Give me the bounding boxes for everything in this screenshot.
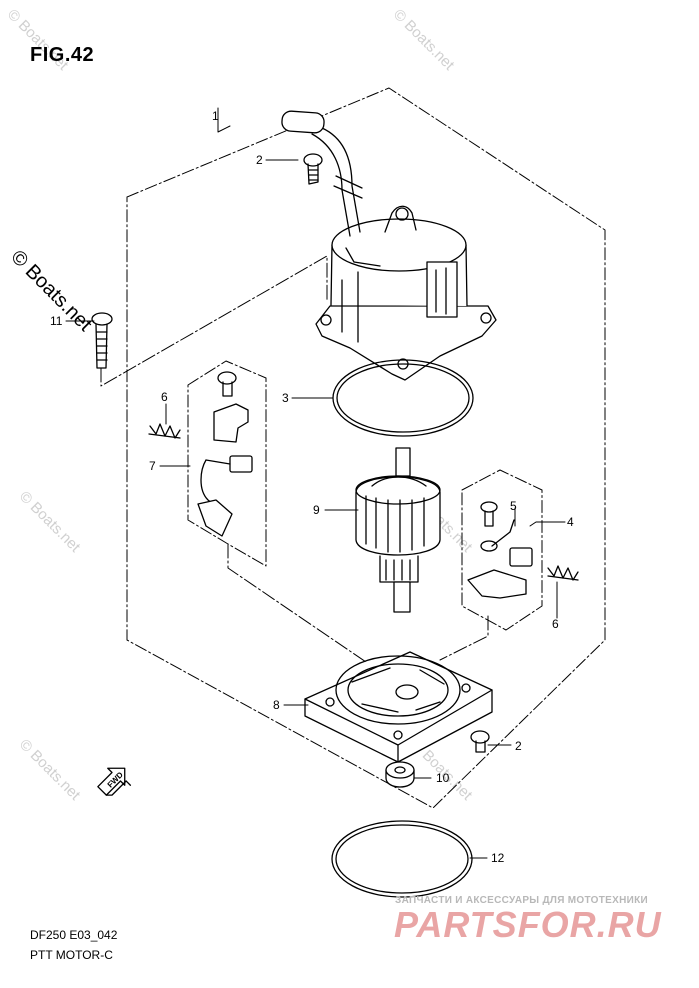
callout-5: 5 [510, 499, 517, 513]
figure-title: FIG.42 [30, 44, 95, 66]
brand-tagline: ЗАПЧАСТИ И АКСЕССУАРЫ ДЛЯ МОТОТЕХНИКИ [395, 895, 648, 906]
assembly-name: PTT MOTOR-C [30, 948, 113, 962]
end-plate-8 [304, 651, 493, 763]
callout-12: 12 [491, 851, 505, 865]
screw-2-bottom [470, 730, 490, 753]
brush-holder-leader-right [439, 615, 489, 661]
callout-6: 6 [552, 617, 559, 631]
callout-4: 4 [567, 515, 574, 529]
model-code: DF250 E03_042 [30, 928, 118, 942]
brand-logo: PARTSFOR.RU [394, 904, 662, 945]
armature-9 [355, 447, 441, 613]
callout-1: 1 [212, 109, 219, 123]
callout-3: 3 [282, 391, 289, 405]
brush-holder-frame-right [461, 469, 543, 631]
callout-leaders [65, 107, 566, 859]
callout-labels: 1 2 2 3 4 5 6 6 7 8 9 10 11 12 [50, 109, 574, 865]
callout-7: 7 [149, 459, 156, 473]
brush-holder-leader-left [227, 543, 367, 663]
brush-holder-frame-left [187, 360, 267, 567]
bolt-11 [91, 312, 113, 369]
callout-2: 2 [256, 153, 263, 167]
callout-2: 2 [515, 739, 522, 753]
fwd-arrow-icon [97, 767, 132, 796]
spring-6-right [547, 565, 579, 581]
callout-11: 11 [50, 314, 63, 328]
brush-holder-parts-right [467, 501, 533, 599]
wire-harness [281, 110, 363, 237]
spring-6-left [148, 423, 181, 439]
assembly-outline [126, 87, 606, 809]
motor-housing [315, 205, 497, 381]
brush-holder-parts-left [197, 371, 253, 537]
callout-10: 10 [436, 771, 450, 785]
o-ring-12 [331, 820, 473, 898]
callout-8: 8 [273, 698, 280, 712]
callout-6: 6 [161, 390, 168, 404]
bolt-11-leader [100, 255, 328, 387]
washer-10 [385, 761, 415, 788]
callout-9: 9 [313, 503, 320, 517]
screw-2-top [303, 153, 323, 185]
